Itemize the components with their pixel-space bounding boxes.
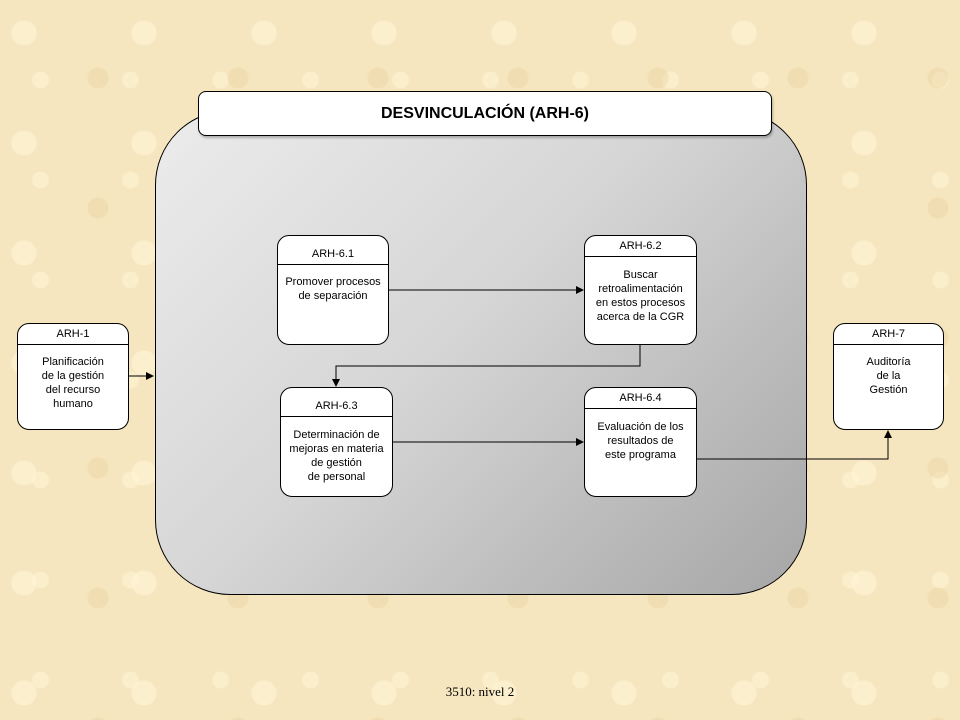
process-id: ARH-7 — [834, 324, 943, 345]
slide-footer: 3510: nivel 2 — [445, 684, 515, 699]
arrow-arh62-to-arh63 — [332, 345, 641, 387]
process-name: Planificación de la gestión del recurso … — [41, 356, 105, 410]
process-id: ARH-1 — [18, 324, 128, 345]
process-name: Determinación de mejoras en materia de g… — [289, 429, 384, 483]
process-arh-6-1[interactable]: ARH-6.1 Promover procesos de separación — [277, 235, 389, 345]
process-name: Auditoría de la Gestión — [866, 356, 911, 396]
diagram-title: DESVINCULACIÓN (ARH-6) — [198, 91, 772, 136]
arrow-arh64-to-arh7 — [697, 430, 892, 460]
process-arh-6-4[interactable]: ARH-6.4 Evaluación de los resultados de … — [584, 387, 697, 497]
process-arh-7[interactable]: ARH-7 Auditoría de la Gestión — [833, 323, 944, 430]
process-container — [155, 110, 807, 595]
process-name: Evaluación de los resultados de este pro… — [597, 421, 684, 461]
process-arh-1[interactable]: ARH-1 Planificación de la gestión del re… — [17, 323, 129, 430]
process-name: Promover procesos de separación — [285, 276, 381, 302]
process-name: Buscar retroalimentación en estos proces… — [595, 269, 686, 323]
process-id: ARH-6.4 — [585, 388, 696, 409]
process-id: ARH-6.2 — [585, 236, 696, 257]
process-arh-6-3[interactable]: ARH-6.3 Determinación de mejoras en mate… — [280, 387, 393, 497]
process-id: ARH-6.3 — [281, 396, 392, 417]
process-arh-6-2[interactable]: ARH-6.2 Buscar retroalimentación en esto… — [584, 235, 697, 345]
process-id: ARH-6.1 — [278, 244, 388, 265]
